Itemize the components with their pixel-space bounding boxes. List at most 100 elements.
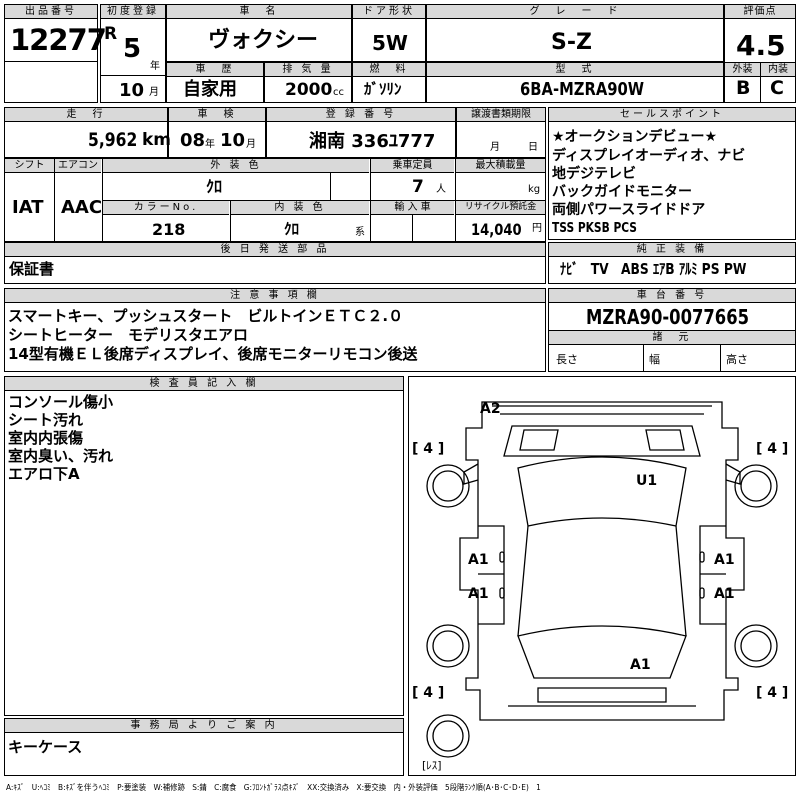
chassis-label: 車 台 番 号 — [549, 289, 795, 303]
int-color-label: 内 装 色 — [231, 201, 369, 215]
int-color: ｸﾛ — [284, 220, 300, 238]
mileage-unit: km — [142, 130, 172, 150]
score: 4.5 — [736, 29, 786, 62]
genuine-label: 純 正 装 備 — [549, 243, 795, 257]
legend: A:ｷｽﾞ U:ﾍｺﾐ B:ｷｽﾞを伴うﾍｺﾐ P:要塗装 W:補修跡 S:錆 … — [6, 783, 541, 792]
plate-number: 湘南 336ﾕ777 — [309, 131, 436, 152]
import-label: 輸 入 車 — [371, 201, 454, 215]
mileage: 5,962 — [88, 129, 138, 151]
model-box — [426, 62, 724, 103]
inspection-label: 車 検 — [169, 108, 265, 122]
damage-mark-a2: A2 — [480, 401, 501, 417]
first-registration-label: 初度登録 — [101, 5, 165, 19]
sales-point: ディスプレイオーディオ、ナビ — [552, 148, 746, 164]
door-box — [352, 4, 426, 62]
sales-points-label: セールスポイント — [549, 108, 795, 122]
office-box — [4, 718, 404, 776]
int-color-unit: 系 — [355, 227, 365, 238]
color-no: 218 — [152, 220, 186, 239]
history: 自家用 — [183, 79, 237, 100]
history-label: 車 歴 — [167, 63, 263, 77]
score-label: 評価点 — [725, 5, 795, 19]
model: 6BA-MZRA90W — [520, 79, 645, 100]
genuine-box — [548, 242, 796, 284]
transfer-label: 譲渡書類期限 — [457, 108, 545, 122]
car-name-label: 車 名 — [167, 5, 351, 19]
load-unit: kg — [528, 184, 541, 195]
sales-points-box — [548, 107, 796, 240]
ext-grade-label: 外装 — [725, 63, 760, 77]
displacement: 2000 — [285, 80, 333, 100]
damage-mark-u1: U1 — [636, 473, 658, 489]
sales-point: バックガイドモニター — [552, 184, 692, 200]
displacement-label: 排 気 量 — [265, 63, 351, 77]
tire-tread-rear-left: [ 4 ] — [412, 685, 445, 701]
damage-mark-a1: A1 — [714, 586, 735, 602]
reg-year-unit: 年 — [150, 61, 160, 72]
notes-box — [4, 288, 546, 372]
inspector-line: コンソール傷小 — [8, 393, 114, 411]
car-diagram-box — [408, 376, 796, 776]
door-label: ドア形状 — [353, 5, 425, 19]
car-name: ヴォクシー — [208, 28, 319, 53]
int-grade: C — [770, 77, 784, 99]
displacement-box — [264, 62, 352, 103]
inspection-month: 10 — [220, 130, 246, 151]
sales-point: 地デジテレビ — [552, 166, 636, 182]
sales-point: 両側パワースライドドア — [552, 202, 706, 218]
after-parts-box — [4, 242, 546, 284]
transfer-day-unit: 日 — [528, 142, 538, 153]
capacity: 7 — [412, 177, 424, 197]
transfer-box — [456, 107, 546, 158]
capacity-unit: 人 — [436, 184, 446, 195]
lot-label: 出品番号 — [5, 5, 97, 19]
tire-tread-front-right: [ 4 ] — [756, 441, 789, 457]
after-parts: 保証書 — [9, 260, 55, 278]
plate-label: 登 録 番 号 — [267, 108, 455, 122]
shift-label: シフト — [5, 159, 54, 173]
color-no-label: カラーNo. — [103, 201, 229, 215]
inspector-line: シート汚れ — [8, 411, 84, 429]
inspector-box — [4, 376, 404, 716]
reg-month-unit: 月 — [149, 87, 159, 98]
car-name-box — [166, 4, 352, 62]
grade-label: グ レ ー ド — [427, 5, 723, 19]
car-diagram — [426, 401, 778, 758]
fuel: ｶﾞｿﾘﾝ — [364, 80, 402, 98]
damage-mark-a1: A1 — [630, 657, 651, 673]
spec-label: 諸 元 — [549, 331, 795, 345]
note-line: シートヒーター モデリスタエアロ — [8, 326, 249, 344]
after-parts-label: 後 日 発 送 部 品 — [5, 243, 545, 257]
damage-mark-a1: A1 — [468, 586, 489, 602]
grade-box — [426, 4, 724, 62]
load-label: 最大積載量 — [456, 159, 545, 173]
displacement-unit: cc — [333, 87, 344, 98]
office-label: 事 務 局 よ り ご 案 内 — [5, 719, 403, 733]
inspection-year: 08 — [180, 130, 206, 151]
fuel-label: 燃 料 — [353, 63, 425, 77]
inspection-year-unit: 年 — [205, 139, 215, 150]
capacity-label: 乗車定員 — [371, 159, 454, 173]
transfer-month-unit: 月 — [490, 142, 500, 153]
ext-grade: B — [736, 77, 751, 99]
length-label: 長さ — [556, 353, 578, 366]
mileage-box — [4, 107, 168, 158]
damage-mark-a1: A1 — [468, 552, 489, 568]
reg-month: 10 — [119, 80, 145, 101]
recycle-label: リサイクル預託金 — [456, 201, 545, 215]
ext-color: ｸﾛ — [206, 177, 223, 196]
sales-point: ★オークションデビュー★ — [552, 129, 718, 145]
spare-tire-label: [ﾚｽ] — [422, 759, 442, 772]
height-label: 高さ — [726, 353, 748, 366]
history-box — [166, 62, 264, 103]
tire-tread-front-left: [ 4 ] — [412, 441, 445, 457]
era: R — [104, 24, 118, 44]
mileage-label: 走 行 — [5, 108, 167, 122]
ext-color-label: 外 装 色 — [103, 159, 369, 173]
genuine-equipment: ﾅﾋﾞ TV ABS ｴｱB ｱﾙﾐ PS PW — [560, 260, 747, 278]
ac: AAC — [61, 197, 103, 218]
note-line: 14型有機ＥＬ後席ディスプレイ、後席モニターリモコン後送 — [8, 345, 418, 363]
reg-year: 5 — [123, 34, 142, 64]
office-text: キーケース — [8, 738, 83, 756]
